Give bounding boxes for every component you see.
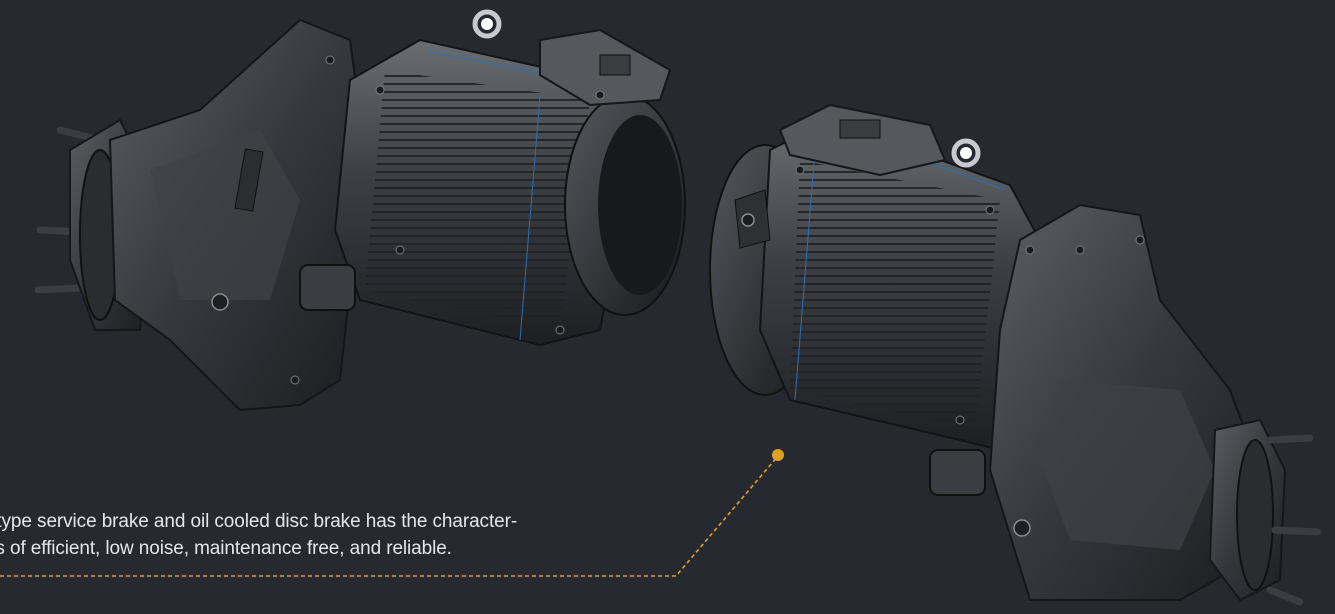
caption-line-2: cs of efficient, low noise, maintenance …: [0, 538, 452, 559]
caption-line-1: t type service brake and oil cooled disc…: [0, 511, 518, 532]
left-lifting-eye: [472, 9, 502, 39]
right-junction-box: [778, 103, 947, 177]
right-lifting-eye: [951, 138, 981, 168]
callout-dot: [772, 449, 784, 461]
right-axle-studs: [1266, 434, 1322, 606]
right-drive-motor: [709, 103, 1322, 606]
feature-caption: t type service brake and oil cooled disc…: [0, 508, 517, 562]
left-drive-motor: [34, 9, 686, 412]
callout-leader: [0, 449, 784, 577]
